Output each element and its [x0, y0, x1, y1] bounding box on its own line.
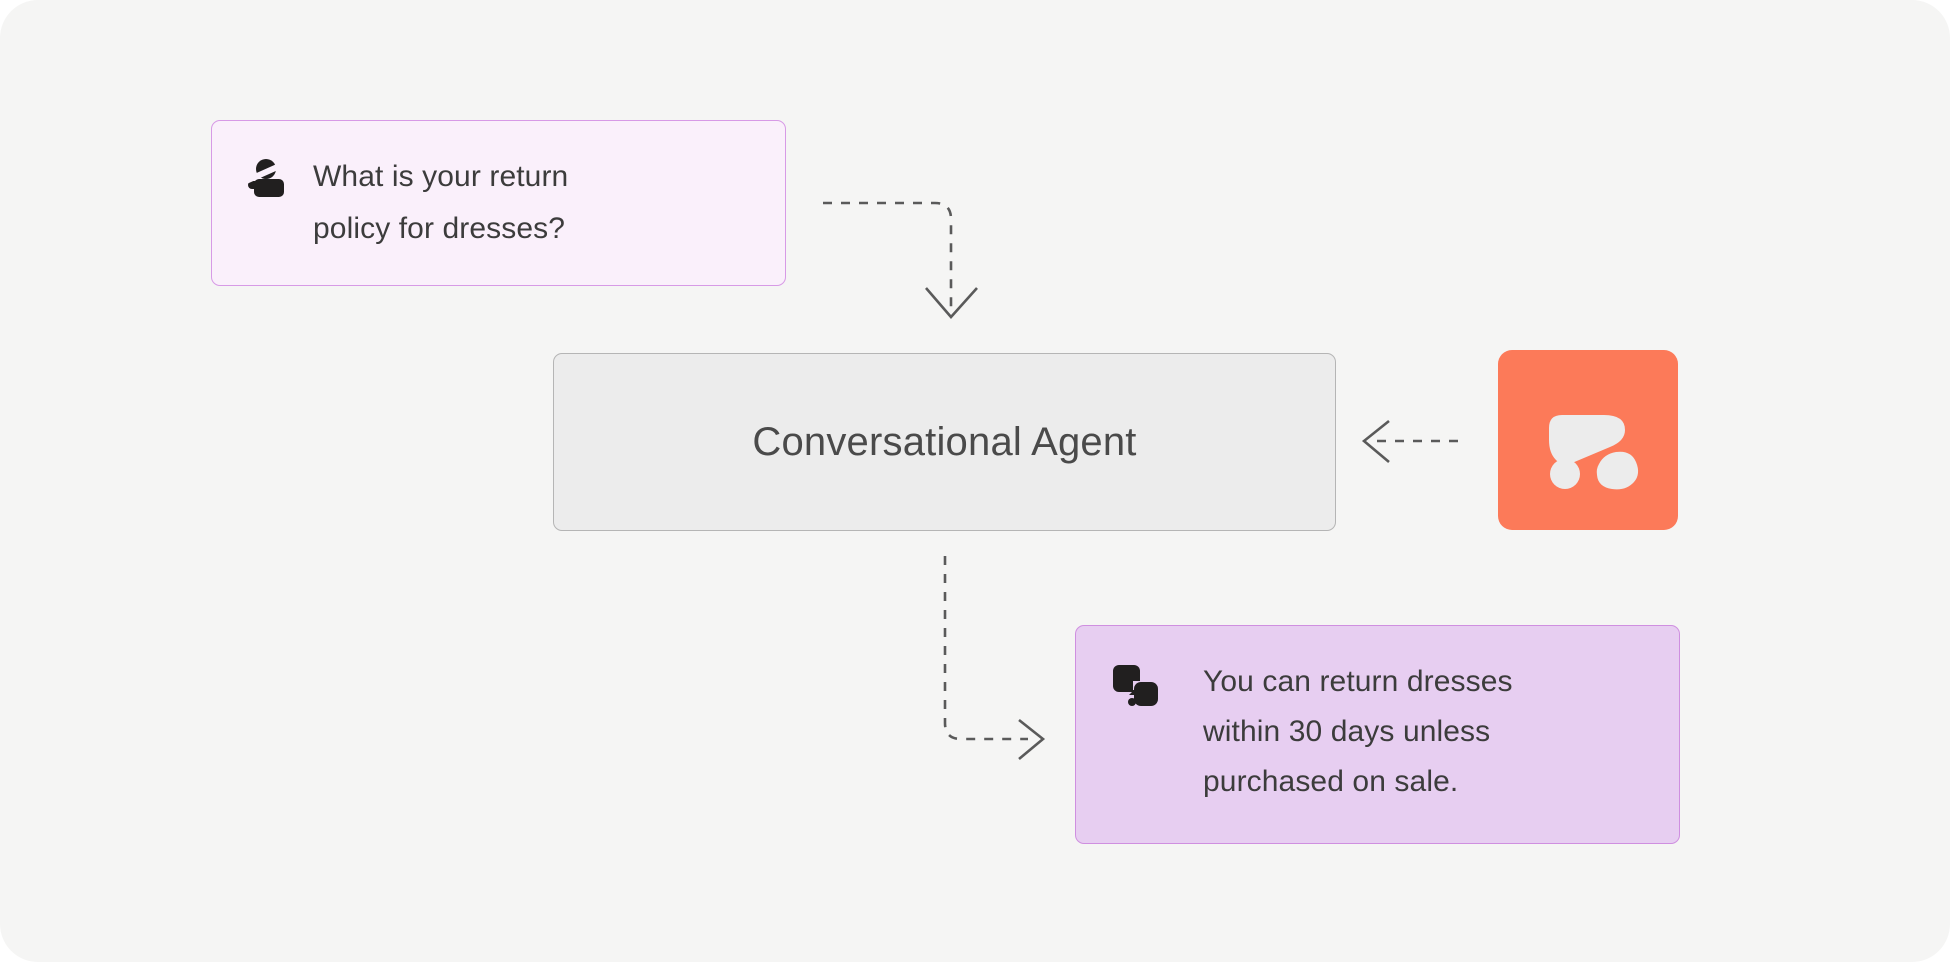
chat-bubble-secondary [1134, 682, 1158, 706]
user-question-card[interactable]: What is your return policy for dresses? [211, 120, 786, 286]
user-question-text: What is your return policy for dresses? [313, 160, 569, 245]
connector-brand-to-agent [1361, 419, 1458, 463]
agent-answer-card[interactable]: You can return dresses within 30 days un… [1075, 625, 1680, 844]
chat-bubbles-icon [1113, 665, 1159, 709]
connector-agent-to-answer [943, 556, 1046, 760]
conversational-agent-label: Conversational Agent [752, 419, 1137, 464]
conversational-agent-node[interactable]: Conversational Agent [553, 353, 1336, 531]
agent-answer-text: You can return dresses within 30 days un… [1203, 665, 1513, 798]
brand-logo-tile[interactable] [1498, 350, 1678, 530]
chat-bubble-dot [1128, 698, 1136, 706]
person-icon [244, 159, 286, 197]
brand-logo-icon [1549, 415, 1639, 490]
person-icon-body [254, 179, 284, 197]
connector-question-to-agent [823, 201, 978, 319]
